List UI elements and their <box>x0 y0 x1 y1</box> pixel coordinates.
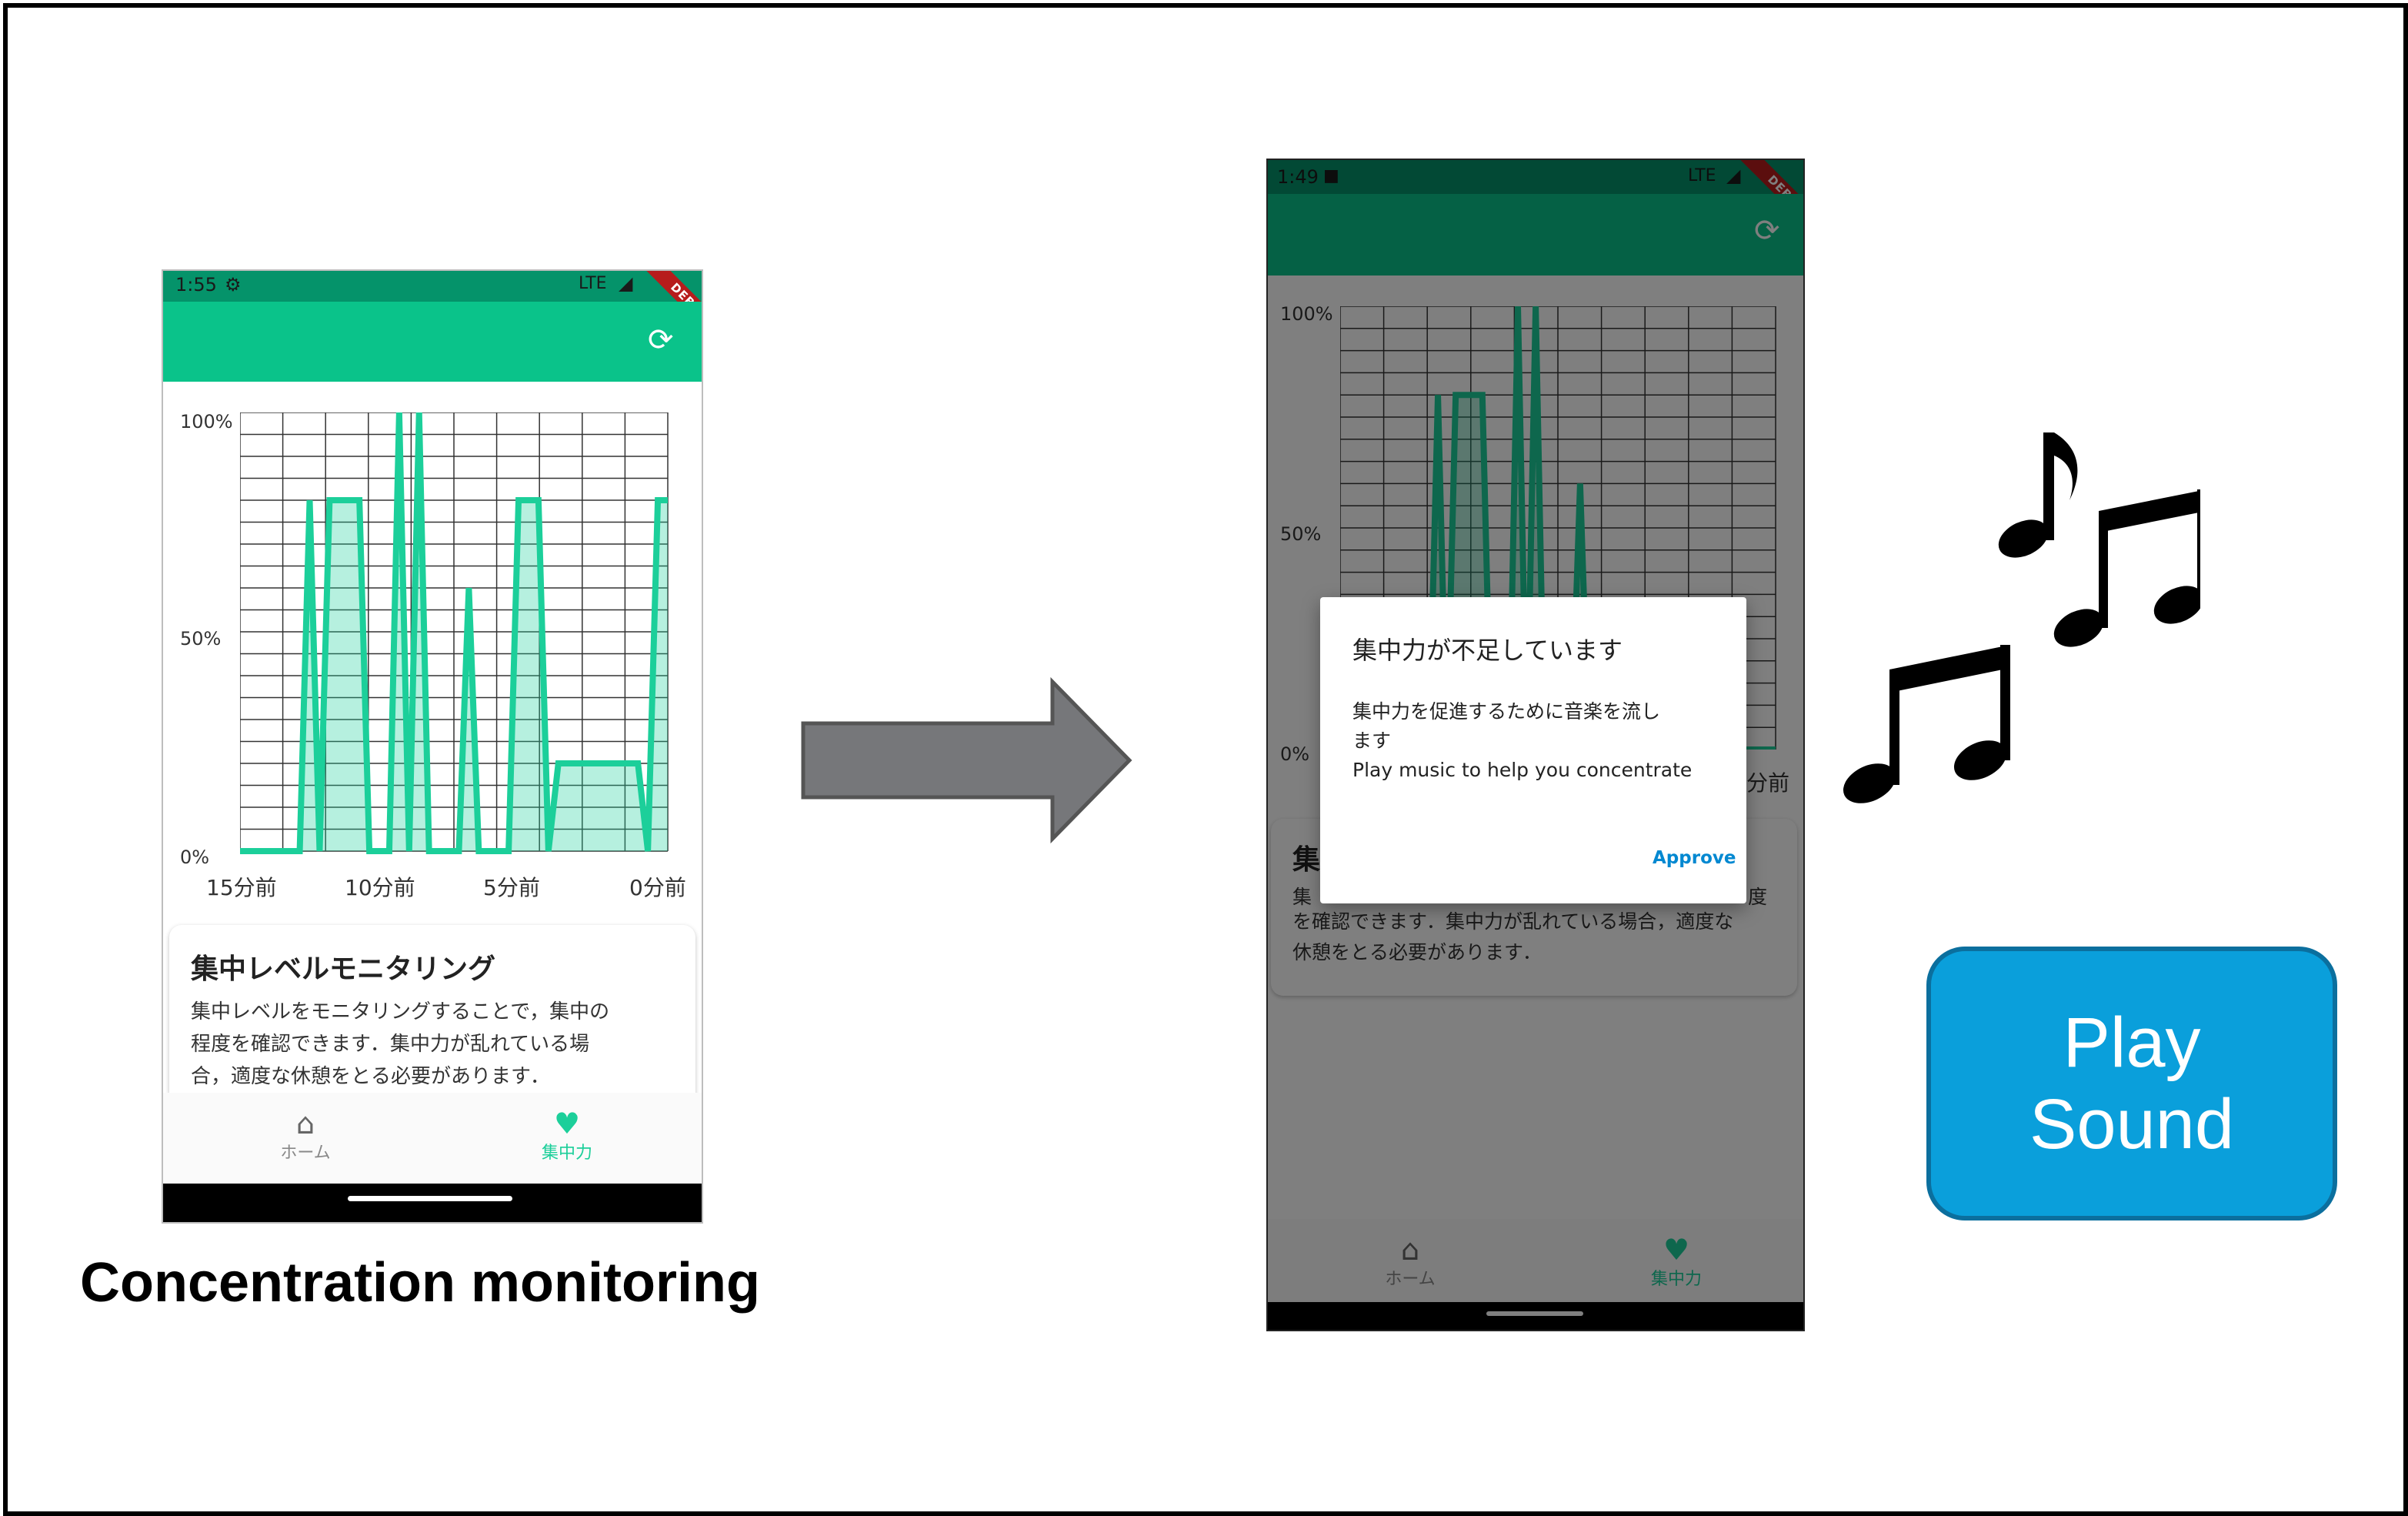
phone-screenshot-monitoring: 1:55 ⚙ LTE ◢ DEBUG ⟳ 100% 50% 0% 15分前 10… <box>162 269 703 1224</box>
series-line <box>240 412 668 854</box>
approve-button[interactable]: Approve <box>1653 848 1736 868</box>
settings-status-icon: ⚙ <box>225 274 242 296</box>
card-body-line: 程度を確認できます．集中力が乱れている場 <box>191 1033 590 1056</box>
x-tick-label: 0分前 <box>629 875 686 900</box>
card-body-line: 合，適度な休憩をとる必要があります． <box>191 1065 550 1088</box>
nav-label-home: ホーム <box>280 1144 331 1163</box>
y-tick-label: 100% <box>180 411 233 432</box>
dialog-title: 集中力が不足しています <box>1352 636 1623 665</box>
card-title: 集中レベルモニタリング <box>191 953 496 985</box>
nav-item-focus[interactable]: ♥ 集中力 <box>517 1108 617 1164</box>
dialog-body: 集中力を促進するために音楽を流し ます Play music to help y… <box>1352 697 1722 785</box>
network-indicator: LTE <box>579 274 607 293</box>
phone-screenshot-dialog: 1:49 ■ LTE ◢ DEBUG ⟳ 100% 50% 0% 分前 集 集 … <box>1266 159 1805 1331</box>
y-tick-label: 50% <box>180 628 222 649</box>
signal-icon: ◢ <box>619 272 633 294</box>
dialog-body-line: Play music to help you concentrate <box>1352 759 1693 781</box>
bottom-navigation: ⌂ ホーム ♥ 集中力 <box>163 1093 702 1184</box>
card-body: 集中レベルをモニタリングすることで，集中の 程度を確認できます．集中力が乱れてい… <box>191 996 683 1093</box>
dialog-body-line: ます <box>1352 730 1392 752</box>
music-notes-icon <box>1843 432 2200 803</box>
status-bar: 1:55 ⚙ LTE ◢ <box>163 271 702 302</box>
chart-plot-area <box>240 412 669 854</box>
y-tick-label: 0% <box>180 846 210 868</box>
series-area <box>240 412 668 851</box>
app-bar: ⟳ <box>163 302 702 382</box>
x-tick-label: 10分前 <box>345 875 415 900</box>
play-sound-button[interactable]: Play Sound <box>1926 947 2337 1220</box>
home-icon: ⌂ <box>295 1107 315 1140</box>
figure-caption: Concentration monitoring <box>80 1252 760 1314</box>
nav-item-home[interactable]: ⌂ ホーム <box>255 1108 355 1164</box>
play-sound-label: Play Sound <box>2029 1003 2235 1164</box>
concentration-chart: 100% 50% 0% 15分前 10分前 5分前 0分前 <box>163 382 702 917</box>
refresh-icon[interactable]: ⟳ <box>648 322 674 358</box>
arrow-right-icon <box>801 677 1132 843</box>
nav-label-focus: 集中力 <box>541 1144 592 1163</box>
x-tick-label: 5分前 <box>483 875 540 900</box>
gesture-bar <box>163 1184 702 1222</box>
monitoring-info-card: 集中レベルモニタリング 集中レベルをモニタリングすることで，集中の 程度を確認で… <box>169 925 695 1110</box>
heart-icon: ♥ <box>553 1107 581 1140</box>
x-tick-label: 15分前 <box>206 875 277 900</box>
dialog-body-line: 集中力を促進するために音楽を流し <box>1352 700 1661 723</box>
card-body-line: 集中レベルをモニタリングすることで，集中の <box>191 1000 610 1023</box>
status-time: 1:55 <box>175 274 217 296</box>
alert-dialog: 集中力が不足しています 集中力を促進するために音楽を流し ます Play mus… <box>1320 597 1746 903</box>
home-indicator[interactable] <box>348 1196 512 1201</box>
